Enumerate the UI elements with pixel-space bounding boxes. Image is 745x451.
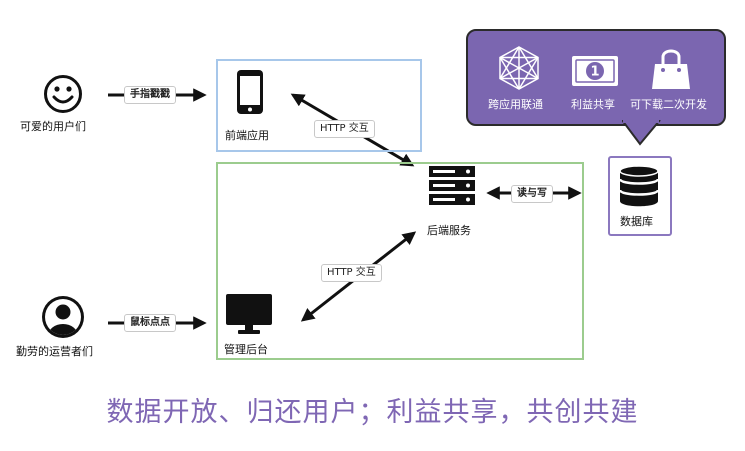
callout-item-interop: 跨应用联通 — [488, 98, 543, 111]
money-bill-icon: 1 — [572, 56, 618, 86]
admin-label: 管理后台 — [224, 343, 268, 356]
svg-text:1: 1 — [590, 65, 599, 80]
frontend-container — [216, 59, 422, 152]
edge-label-frontend-backend: HTTP 交互 — [314, 120, 375, 138]
user-avatar-icon — [42, 296, 84, 338]
edge-label-backend-db: 读与写 — [511, 185, 553, 203]
users-label: 可爱的用户们 — [20, 120, 86, 133]
callout-item-profit: 利益共享 — [571, 98, 615, 111]
shopping-bag-icon — [652, 49, 690, 89]
frontend-label: 前端应用 — [225, 129, 269, 142]
monitor-icon — [226, 294, 272, 334]
smiley-icon — [44, 75, 82, 113]
backend-label: 后端服务 — [427, 224, 471, 237]
slogan: 数据开放、归还用户；利益共享，共创共建 — [106, 397, 639, 428]
phone-icon — [237, 70, 263, 114]
database-icon — [618, 165, 660, 207]
database-label: 数据库 — [620, 215, 653, 228]
server-icon — [429, 166, 475, 205]
edge-label-admin-backend: HTTP 交互 — [321, 264, 382, 282]
hexagon-network-icon — [499, 46, 539, 90]
operators-label: 勤劳的运营者们 — [16, 345, 93, 358]
edge-label-user-frontend: 手指戳戳 — [124, 86, 176, 104]
callout-item-download: 可下载二次开发 — [630, 98, 707, 111]
backend-container — [216, 162, 584, 360]
edge-label-operator-admin: 鼠标点点 — [124, 314, 176, 332]
callout-tail — [622, 120, 661, 146]
